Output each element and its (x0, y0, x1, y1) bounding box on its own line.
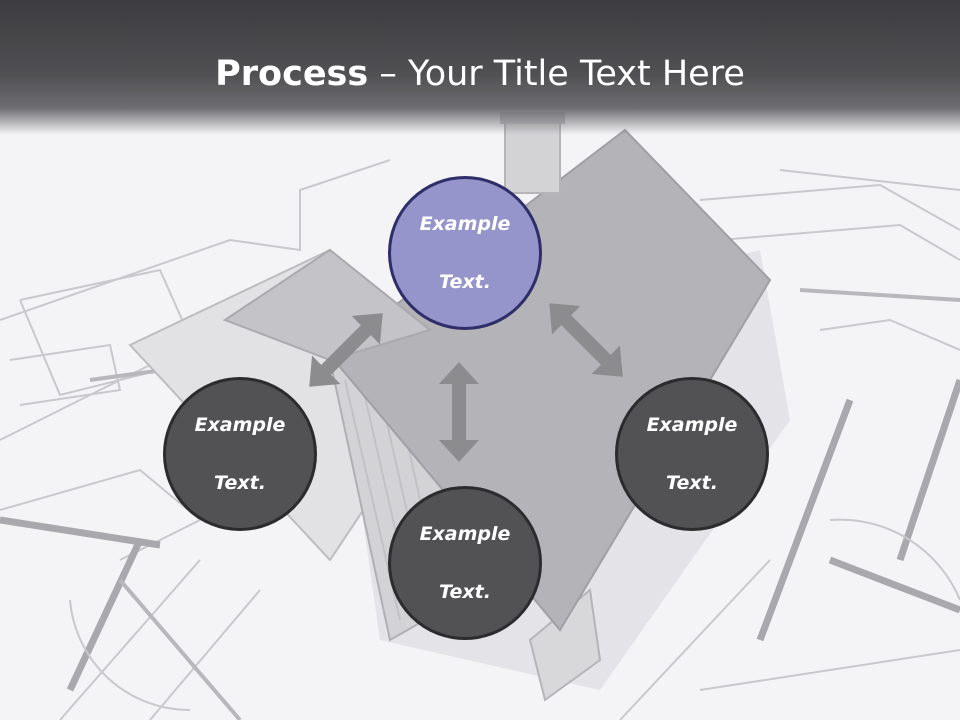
node-left-line2: Text. (214, 471, 266, 494)
node-bottom-line2: Text. (439, 580, 491, 603)
title-rest: – Your Title Text Here (368, 54, 745, 94)
node-right-line1: Example (646, 413, 738, 436)
title-bold: Process (215, 54, 369, 94)
title-bar: Process – Your Title Text Here (0, 0, 960, 135)
double-arrow-upper-right (549, 303, 623, 377)
slide-title[interactable]: Process – Your Title Text Here (0, 52, 960, 96)
node-top-line2: Text. (439, 270, 491, 293)
double-arrow-vertical (439, 362, 479, 462)
node-left-line1: Example (194, 413, 286, 436)
node-right-line2: Text. (666, 471, 718, 494)
node-top-line1: Example (419, 212, 511, 235)
double-arrow-upper-left (309, 313, 383, 387)
node-bottom-line1: Example (419, 522, 511, 545)
